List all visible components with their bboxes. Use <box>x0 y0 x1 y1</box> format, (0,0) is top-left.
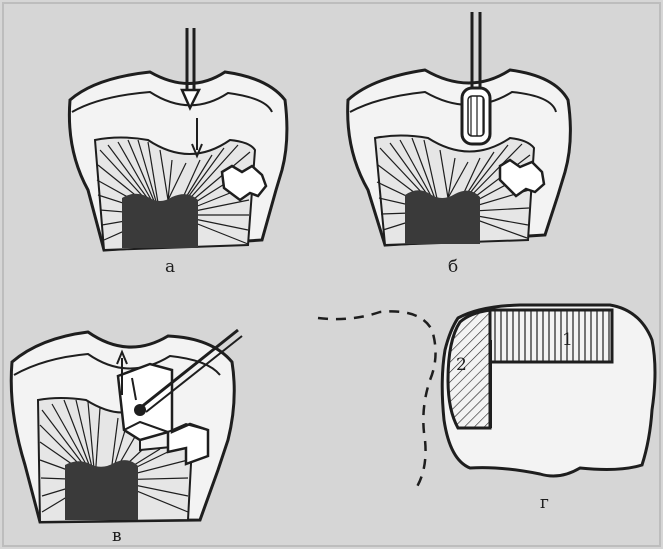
panel-v-pulp <box>65 460 138 520</box>
panel-a-pulp <box>122 194 198 248</box>
panel-a-label: а <box>165 257 175 277</box>
panel-g-region-2-label: 2 <box>456 355 467 375</box>
panel-v-bur-head <box>134 404 146 416</box>
panel-g-region-1-label: 1 <box>562 330 573 350</box>
panel-b-label: б <box>448 257 458 277</box>
panel-g-label: г <box>540 493 549 513</box>
panel-g-region-1 <box>490 310 612 362</box>
panel-b-pulp <box>405 190 480 244</box>
panel-v-label: в <box>112 526 122 546</box>
panel-v-tooth <box>11 330 242 522</box>
